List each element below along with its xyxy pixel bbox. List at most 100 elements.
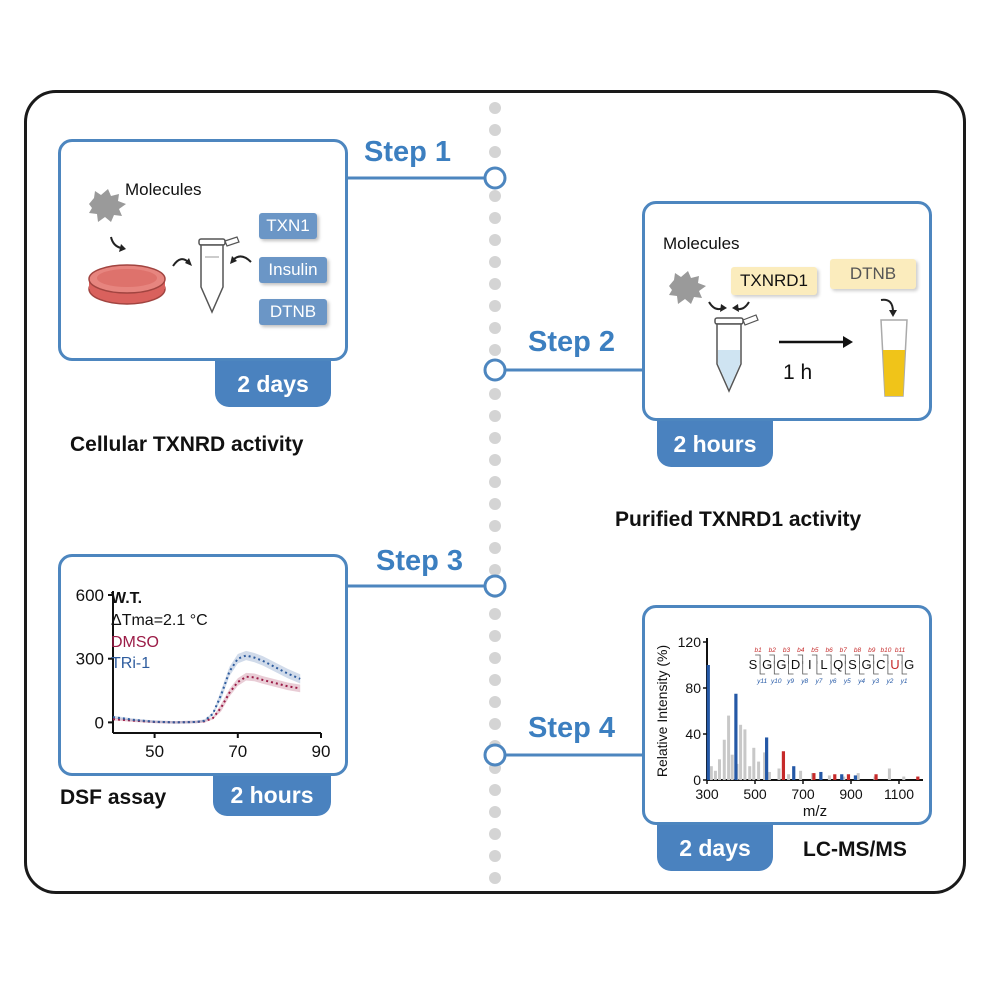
ms-peak — [765, 737, 769, 780]
b-ion-label: b1 — [754, 647, 762, 654]
peptide-residue: Q — [833, 657, 843, 672]
y-ion-bracket — [873, 661, 879, 675]
y-ion-bracket — [788, 661, 794, 675]
ms-peak — [706, 665, 710, 780]
step3-time-badge: 2 hours — [213, 776, 331, 816]
y-tick-label: 40 — [685, 726, 701, 742]
step3-node — [483, 574, 507, 598]
y-axis-label: Relative Intensity (%) — [654, 645, 670, 777]
ms-peak — [739, 724, 743, 780]
curved-arrow-icon — [110, 236, 122, 249]
peptide-residue: S — [749, 657, 758, 672]
enzyme-txnrd1: TXNRD1 — [731, 267, 817, 295]
b-ion-label: b2 — [769, 647, 777, 654]
step4-node — [483, 743, 507, 767]
step2-title: Purified TXNRD1 activity — [615, 508, 862, 531]
ms-peak — [799, 770, 803, 780]
ms-peak — [833, 774, 837, 780]
b-ion-label: b7 — [840, 647, 848, 654]
reagent-dtnb: DTNB — [259, 299, 327, 325]
timeline-dot — [489, 784, 501, 796]
step2-illustration — [669, 271, 908, 397]
ms-peak — [752, 747, 756, 780]
peptide-residue: G — [762, 657, 772, 672]
y-ion-label: y5 — [843, 678, 851, 685]
b-ion-label: b8 — [854, 647, 862, 654]
timeline-dot — [489, 212, 501, 224]
peptide-residue: L — [820, 657, 827, 672]
substrate-dtnb: DTNB — [830, 259, 916, 289]
x-tick-label: 500 — [743, 786, 767, 802]
y-ion-bracket — [830, 661, 837, 675]
timeline-dot — [489, 388, 501, 400]
step1-panel: Molecules TXN1 Insulin DTNB — [58, 139, 348, 361]
x-tick-label: 900 — [839, 786, 863, 802]
step4-time-badge: 2 days — [657, 825, 773, 871]
ms-peak — [812, 773, 816, 780]
y-tick-label: 80 — [685, 680, 701, 696]
y-ion-label: y7 — [814, 678, 822, 685]
ms-peak — [713, 770, 717, 780]
ms-peak — [842, 776, 846, 780]
timeline-dot — [489, 256, 501, 268]
ms-peak — [722, 739, 726, 780]
y-tick-label: 600 — [76, 586, 104, 605]
step4-label: Step 4 — [528, 712, 616, 744]
molecules-label: Molecules — [663, 234, 740, 253]
timeline-dot — [489, 520, 501, 532]
step1-title: Cellular TXNRD activity — [70, 433, 304, 456]
tube-icon — [198, 236, 240, 314]
step1-time-badge: 2 days — [215, 361, 331, 407]
ms-peak — [748, 766, 752, 780]
reaction-tube-icon — [714, 314, 759, 393]
b-ion-label: b10 — [880, 647, 891, 654]
timeline-dot — [489, 564, 501, 576]
peptide-residue: D — [791, 657, 800, 672]
outer-frame — [24, 90, 966, 894]
y-ion-bracket — [887, 661, 893, 675]
y-ion-bracket — [773, 661, 780, 675]
b-ion-label: b4 — [797, 647, 805, 654]
b-ion-label: b6 — [825, 647, 833, 654]
curved-arrow-icon — [880, 298, 894, 313]
petri-dish-icon — [88, 264, 166, 305]
b-ion-label: b11 — [895, 647, 906, 654]
timeline-dot — [489, 190, 501, 202]
ms-peak — [916, 776, 920, 780]
peptide-residue: U — [890, 657, 899, 672]
reagent-insulin: Insulin — [259, 257, 327, 283]
y-ion-label: y6 — [829, 678, 837, 685]
y-ion-bracket — [844, 661, 851, 675]
peptide-residue: C — [876, 657, 885, 672]
reagent-txn1: TXN1 — [259, 213, 317, 239]
cuvette-icon — [880, 319, 908, 397]
duration-label: 1 h — [783, 361, 813, 384]
peptide-residue: G — [862, 657, 872, 672]
step2-time-badge: 2 hours — [657, 421, 773, 467]
dsf-annotation-dtma: ΔTma=2.1 °C — [111, 612, 208, 629]
y-tick-label: 0 — [95, 713, 104, 732]
x-tick-label: 90 — [312, 742, 331, 761]
timeline-dot — [489, 850, 501, 862]
y-tick-label: 120 — [678, 634, 702, 650]
series-line-1 — [112, 654, 301, 724]
x-tick-label: 1100 — [884, 786, 914, 802]
timeline-dot — [489, 432, 501, 444]
y-tick-label: 300 — [76, 650, 104, 669]
timeline-dot — [489, 872, 501, 884]
peptide-residue: S — [848, 657, 857, 672]
ms-peak — [846, 774, 851, 780]
ms-peak — [717, 759, 721, 780]
timeline-dot — [489, 300, 501, 312]
step3-title: DSF assay — [60, 786, 167, 809]
timeline-dot — [489, 608, 501, 620]
legend-tri1: TRi-1 — [111, 655, 151, 672]
y-ion-bracket — [859, 661, 865, 675]
step1-illustration — [88, 189, 252, 314]
ms-peak — [827, 775, 831, 780]
ms-peak — [856, 773, 860, 780]
timeline-dot — [489, 234, 501, 246]
